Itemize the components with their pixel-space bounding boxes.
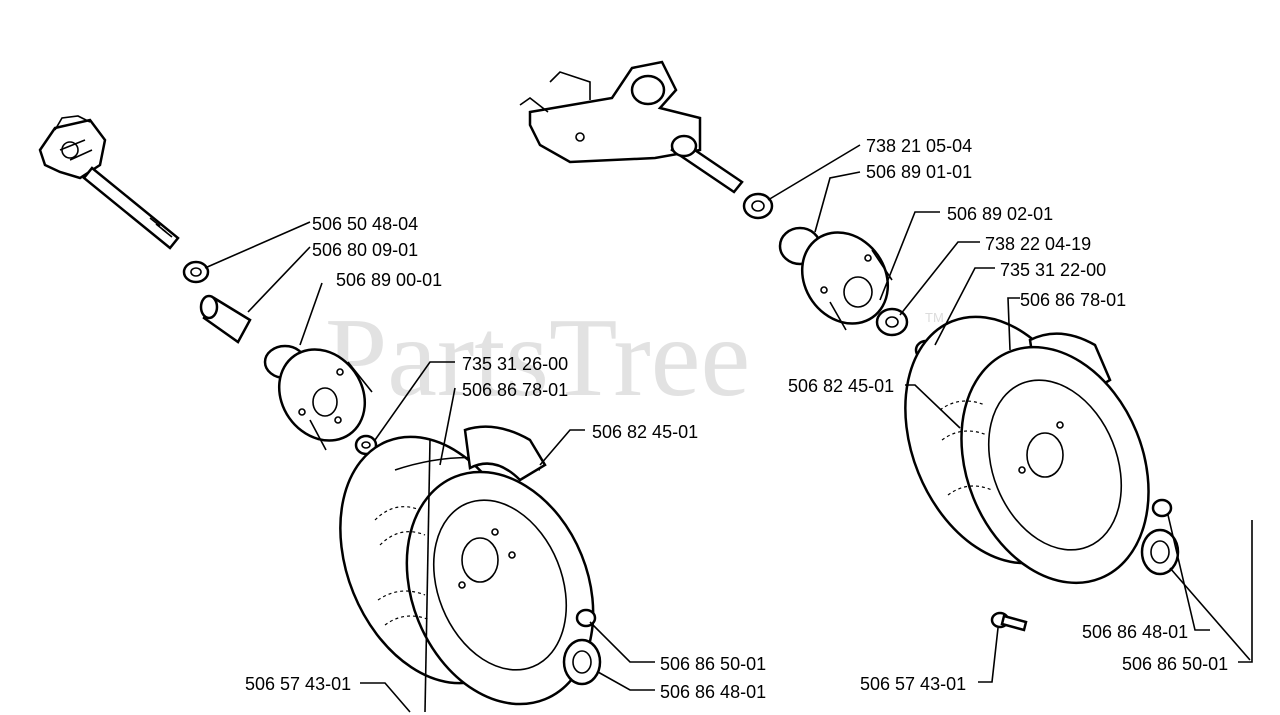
left-hub-cap [562, 638, 602, 686]
callout-label: 735 31 26-00 [462, 354, 568, 374]
left-assembly [38, 115, 602, 706]
right-bearing [875, 307, 909, 337]
callout-label: 506 89 02-01 [947, 204, 1053, 224]
right-spindle [670, 134, 744, 194]
callout-label: 506 57 43-01 [245, 674, 351, 694]
callout-label: 506 86 78-01 [1020, 290, 1126, 310]
right-wheel [904, 315, 1150, 585]
leader-lines [204, 144, 1253, 713]
left-washer [182, 260, 210, 284]
callout-label: 738 22 04-19 [985, 234, 1091, 254]
watermark-trademark: TM [925, 310, 944, 325]
right-lug-nut [1151, 498, 1173, 518]
callout-label: 506 50 48-04 [312, 214, 418, 234]
callout-label: 506 86 78-01 [462, 380, 568, 400]
callout-labels: 506 50 48-04 506 80 09-01 506 89 00-01 7… [245, 136, 1228, 702]
right-hub [778, 226, 893, 331]
callout-label: 738 21 05-04 [866, 136, 972, 156]
callout-label: 506 82 45-01 [592, 422, 698, 442]
left-wheel [339, 425, 595, 706]
callout-label: 506 86 48-01 [660, 682, 766, 702]
callout-label: 506 82 45-01 [788, 376, 894, 396]
right-hub-cap [1140, 528, 1180, 576]
right-knuckle-plate [519, 60, 702, 164]
watermark: PartsTree TM [325, 296, 944, 420]
callout-label: 506 89 01-01 [866, 162, 972, 182]
right-washer [742, 192, 774, 220]
callout-label: 506 86 48-01 [1082, 622, 1188, 642]
callout-label: 735 31 22-00 [1000, 260, 1106, 280]
callout-label: 506 80 09-01 [312, 240, 418, 260]
left-hub [263, 344, 373, 451]
left-spacer [199, 294, 252, 344]
left-spindle-bracket [38, 115, 107, 180]
callout-label: 506 57 43-01 [860, 674, 966, 694]
right-assembly [519, 60, 1180, 632]
watermark-text: PartsTree [325, 296, 750, 420]
left-axle-shaft [82, 166, 180, 250]
callout-label: 506 89 00-01 [336, 270, 442, 290]
callout-label: 506 86 50-01 [660, 654, 766, 674]
right-bolt [990, 611, 1028, 632]
callout-label: 506 86 50-01 [1122, 654, 1228, 674]
